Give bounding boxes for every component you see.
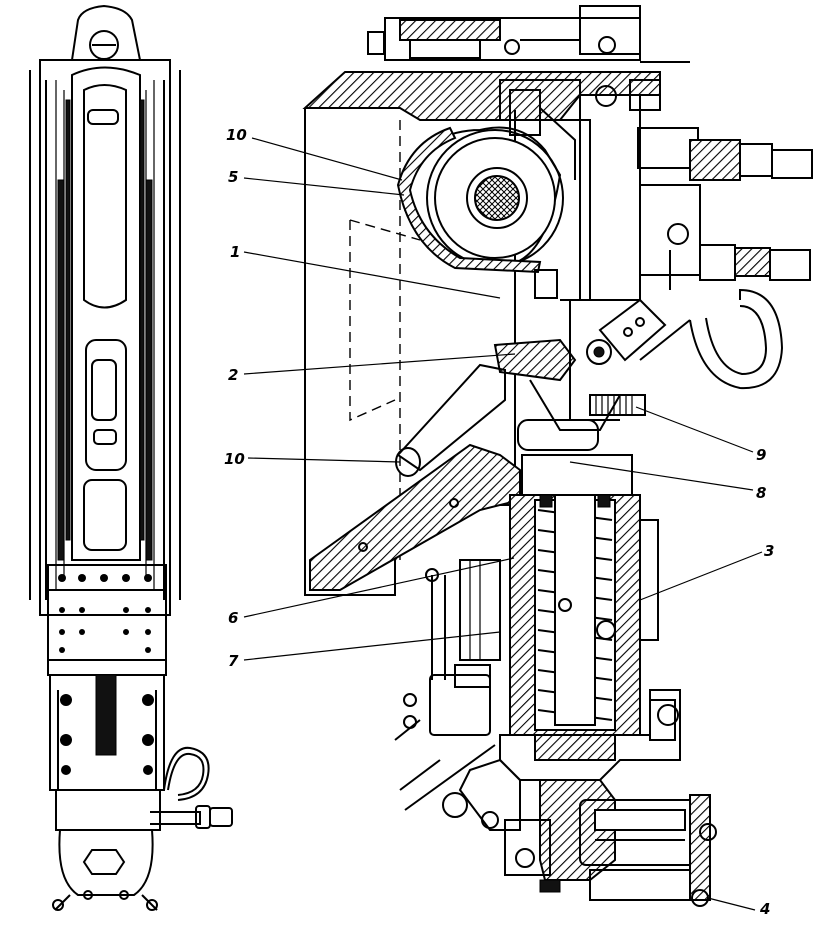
cable-loop <box>163 746 210 801</box>
housing-top <box>302 71 661 121</box>
solenoid-box <box>429 674 491 736</box>
callout-3: 3 <box>764 542 774 560</box>
callout-10a: 10 <box>226 126 247 144</box>
leader-5 <box>243 177 405 196</box>
callout-5: 5 <box>228 168 238 186</box>
lower-slot <box>85 339 127 471</box>
leader-2 <box>243 353 516 375</box>
hook <box>689 288 784 390</box>
callout-7: 7 <box>228 652 239 670</box>
callout-6: 6 <box>228 609 238 627</box>
callout-10b: 10 <box>224 450 245 468</box>
bottom-nut <box>82 849 126 875</box>
callout-labels: 10 5 1 2 10 6 7 9 8 3 4 <box>224 126 774 918</box>
brake-band <box>396 126 542 274</box>
callout-1: 1 <box>230 243 240 261</box>
shaft-center <box>474 175 520 221</box>
leader-1 <box>243 251 501 299</box>
callout-2: 2 <box>228 366 238 384</box>
leader-10b <box>247 457 401 463</box>
top-cap <box>70 4 142 61</box>
leader-9 <box>635 406 754 453</box>
upper-slot <box>83 84 127 309</box>
inner-channel <box>71 66 141 561</box>
leader-lines <box>243 137 763 911</box>
pawl <box>493 338 577 382</box>
bottom-pivot <box>442 792 468 818</box>
leader-4 <box>707 897 756 911</box>
bottom-base <box>58 829 154 896</box>
leader-7 <box>243 631 501 661</box>
leader-10a <box>251 137 403 181</box>
callout-9: 9 <box>756 446 766 464</box>
leader-3 <box>639 551 763 601</box>
side-view <box>29 4 233 911</box>
body-outline <box>39 59 171 616</box>
coupling <box>517 419 599 451</box>
callout-8: 8 <box>756 484 766 502</box>
leader-8 <box>569 461 754 491</box>
leader-6 <box>243 557 515 618</box>
callout-4: 4 <box>759 900 770 918</box>
section-view <box>302 5 813 907</box>
lever-arm <box>396 363 506 472</box>
